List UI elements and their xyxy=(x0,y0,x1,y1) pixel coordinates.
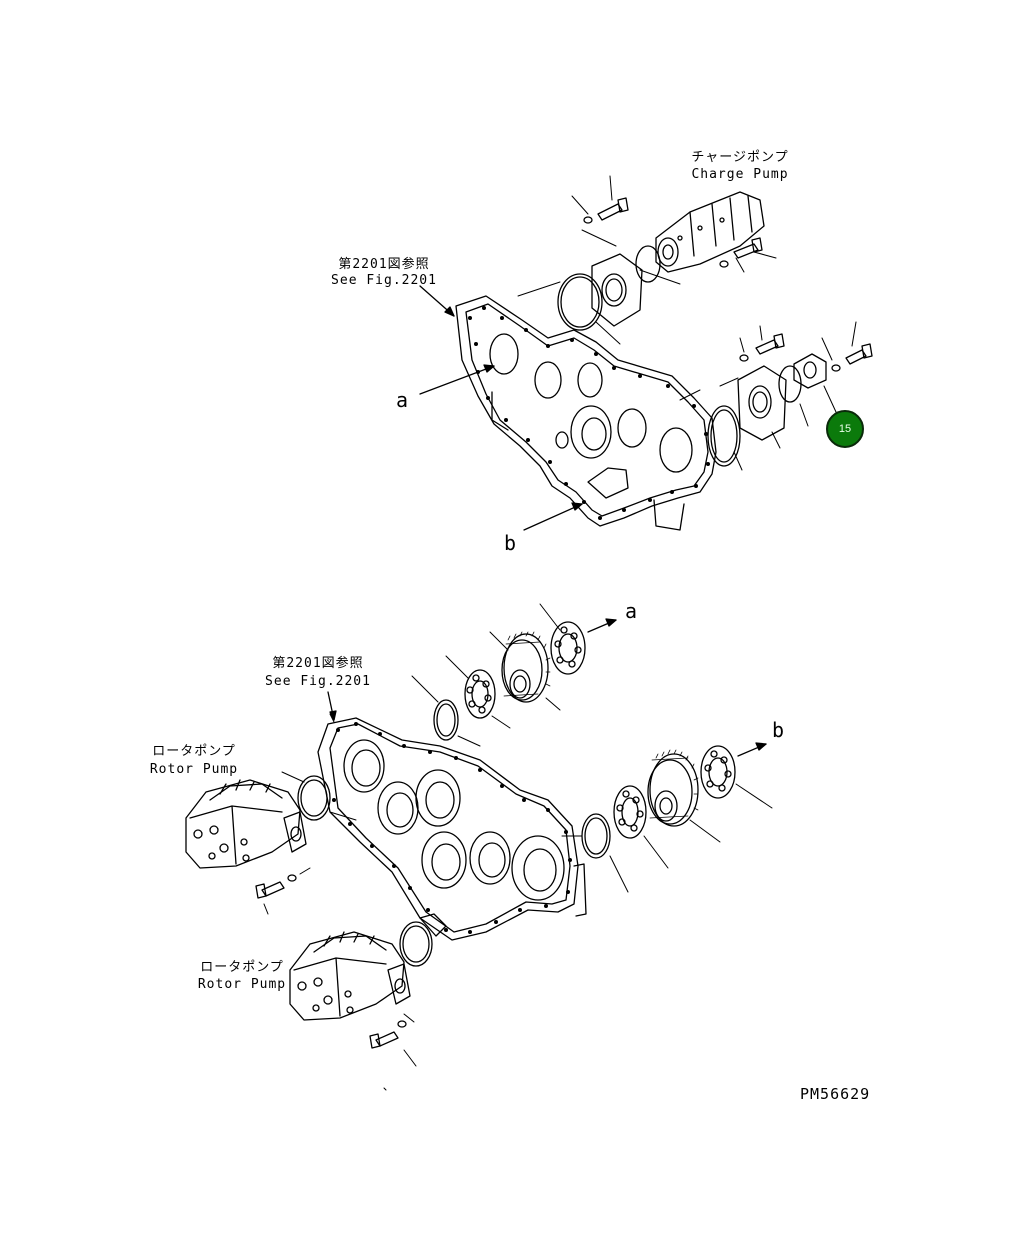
bolt-upper-left xyxy=(583,197,629,224)
bolt-pump-2 xyxy=(369,1020,407,1049)
bearing-b-1 xyxy=(613,785,647,839)
rotor-pump-2-label-en: Rotor Pump xyxy=(197,977,287,992)
ref-a-lower: a xyxy=(625,599,638,623)
leader-lines-lower xyxy=(263,603,773,1067)
bearing-a-2 xyxy=(550,621,586,675)
bolt-upper-right xyxy=(719,237,763,268)
bolt-right-b xyxy=(831,343,873,372)
drawing-number: PM56629 xyxy=(800,1085,871,1103)
arrow-b-upper xyxy=(523,503,583,531)
ref-b-lower: b xyxy=(772,718,785,742)
rotor-pump-1-label-en: Rotor Pump xyxy=(149,762,239,777)
snap-ring-a xyxy=(433,699,459,741)
flange-housing-upper xyxy=(591,253,643,327)
charge-pump xyxy=(655,191,765,273)
ref-a-upper: a xyxy=(396,388,409,412)
rotor-pump-1-label-jp: ロータポンプ xyxy=(152,744,236,759)
leader-lines-upper xyxy=(517,175,857,471)
plate-bolt-holes-upper xyxy=(468,306,710,520)
o-ring-pump-1 xyxy=(297,775,331,821)
gear-b xyxy=(647,749,699,827)
snap-ring-b xyxy=(581,813,611,859)
bearing-b-2 xyxy=(700,745,736,799)
ref-b-upper: b xyxy=(504,531,517,555)
gear-case-plate-lower xyxy=(317,717,579,941)
bolt-right-a xyxy=(739,333,785,362)
plate-bolt-holes-lower xyxy=(332,722,572,934)
see-fig-upper-label-jp: 第2201図参照 xyxy=(338,257,430,272)
o-ring-pump-2 xyxy=(399,921,433,967)
o-ring-right-small xyxy=(778,365,802,403)
see-fig-upper-label-en: See Fig.2201 xyxy=(331,273,437,288)
see-fig-lower-label-en: See Fig.2201 xyxy=(265,674,371,689)
gear-a xyxy=(501,631,551,703)
part-callout-15[interactable]: 15 xyxy=(826,410,864,448)
see-fig-lower-label-jp: 第2201図参照 xyxy=(272,656,364,671)
upper-gear-case-assembly xyxy=(419,175,873,531)
gear-case-plate-upper-inner xyxy=(465,303,709,517)
arrow-a-upper xyxy=(419,365,495,395)
o-ring-upper-left xyxy=(557,273,603,331)
rotor-pump-1 xyxy=(185,779,307,869)
flange-housing-right xyxy=(737,365,787,441)
charge-pump-label-jp: チャージポンプ xyxy=(691,150,789,165)
cover-plate-15 xyxy=(793,353,827,389)
bearing-a-1 xyxy=(464,669,496,719)
gear-case-plate-upper xyxy=(455,295,717,527)
charge-pump-label-en: Charge Pump xyxy=(691,167,789,182)
rotor-pump-2-label-jp: ロータポンプ xyxy=(200,960,284,975)
o-ring-right-large xyxy=(707,405,741,467)
o-ring-upper-right xyxy=(635,245,661,283)
bolt-pump-1 xyxy=(255,874,297,899)
rotor-pump-2 xyxy=(289,931,411,1021)
lower-gear-case-assembly xyxy=(185,603,773,1091)
